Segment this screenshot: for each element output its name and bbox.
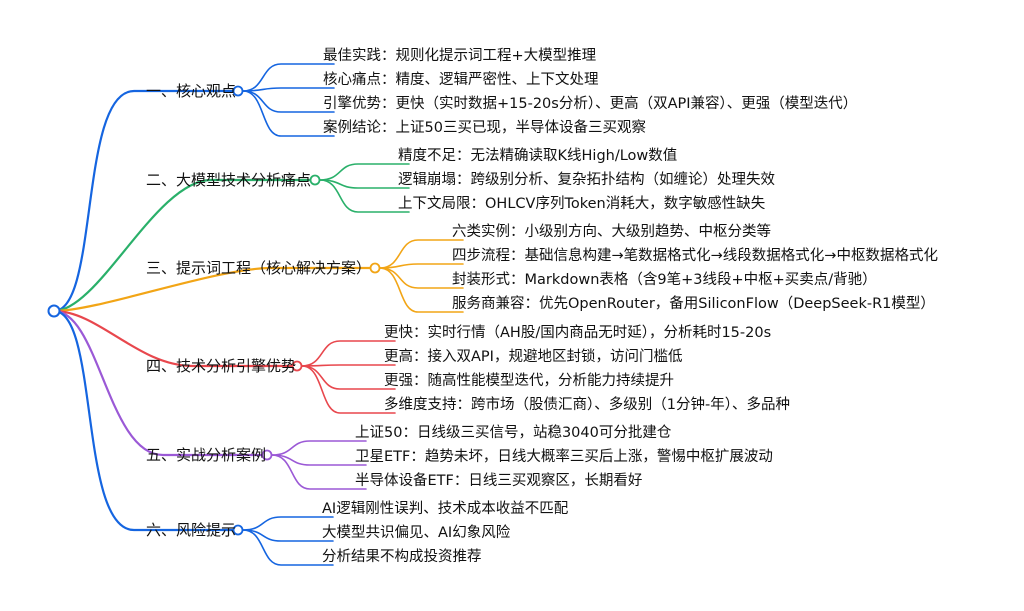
leaf-3-2: 四步流程：基础信息构建→笔数据格式化→线段数据格式化→中枢数据格式化 [452,248,938,264]
branch-node-1 [232,85,244,97]
leaf-link-3-3 [379,267,464,289]
leaf-link-6-3 [242,529,334,566]
leaf-link-5-1 [271,440,367,456]
branch-link-6 [52,309,235,532]
branch-node-3 [369,262,381,274]
leaf-3-4: 服务商兼容：优先OpenRouter，备用SiliconFlow（DeepSee… [452,296,935,312]
leaf-link-4-1 [301,340,396,367]
branch-link-4 [52,309,294,368]
branch-label-3: 三、提示词工程（核心解决方案） [146,259,372,277]
leaf-1-3: 引擎优势：更快（实时数据+15-20s分析）、更高（双API兼容）、更强（模型迭… [323,96,858,112]
branch-label-1: 一、核心观点 [146,82,237,100]
leaf-link-6-1 [242,516,334,531]
branch-node-6 [232,524,244,536]
branch-label-4: 四、技术分析引擎优势 [146,357,297,375]
leaf-1-1: 最佳实践：规则化提示词工程+大模型推理 [323,48,597,64]
branch-link-5 [52,309,264,457]
leaf-link-1-2 [242,87,335,92]
leaf-4-3: 更强：随高性能模型迭代，分析能力持续提升 [384,373,674,389]
leaf-4-2: 更高：接入双API，规避地区封锁，访问门槛低 [384,349,683,365]
leaf-2-3: 上下文局限：OHLCV序列Token消耗大，数字敏感性缺失 [398,196,766,212]
leaf-link-4-4 [301,365,396,414]
leaf-link-2-1 [319,163,410,181]
leaf-1-2: 核心痛点：精度、逻辑严密性、上下文处理 [323,72,599,88]
leaf-link-2-3 [319,179,410,213]
leaf-link-5-3 [271,454,367,490]
leaf-link-4-2 [301,364,396,367]
branch-label-2: 二、大模型技术分析痛点 [146,171,312,189]
leaf-5-2: 卫星ETF：趋势未坏，日线大概率三买后上涨，警惕中枢扩展波动 [355,449,773,465]
branch-link-3 [52,266,372,313]
leaf-4-1: 更快：实时行情（AH股/国内商品无时延），分析耗时15-20s [384,325,772,341]
leaf-4-4: 多维度支持：跨市场（股债汇商）、多级别（1分钟-年）、多品种 [384,397,790,413]
branch-label-6: 六、风险提示 [146,521,237,539]
leaf-2-2: 逻辑崩塌：跨级别分析、复杂拓扑结构（如缠论）处理失效 [398,172,775,188]
branch-link-2 [52,178,312,313]
leaf-5-1: 上证50：日线级三买信号，站稳3040可分批建仓 [355,425,672,441]
branch-node-2 [309,174,321,186]
leaf-2-1: 精度不足：无法精确读取K线High/Low数值 [398,148,678,164]
leaf-6-2: 大模型共识偏见、AI幻象风险 [322,525,511,541]
leaf-link-1-4 [242,90,335,137]
branch-node-4 [291,360,303,372]
branch-label-5: 五、实战分析案例 [146,446,267,464]
leaf-6-1: AI逻辑刚性误判、技术成本收益不匹配 [322,501,569,517]
branch-link-1 [52,89,235,313]
leaf-3-1: 六类实例：小级别方向、大级别趋势、中枢分类等 [452,224,771,240]
branch-node-5 [261,449,273,461]
leaf-3-3: 封装形式：Markdown表格（含9笔+3线段+中枢+买卖点/背驰） [452,272,877,288]
leaf-link-1-1 [242,63,335,92]
leaf-5-3: 半导体设备ETF：日线三买观察区，长期看好 [355,473,643,489]
root-node [47,304,61,318]
leaf-1-4: 案例结论：上证50三买已现，半导体设备三买观察 [323,120,646,136]
leaf-link-3-4 [379,267,464,313]
leaf-6-3: 分析结果不构成投资推荐 [322,549,482,565]
